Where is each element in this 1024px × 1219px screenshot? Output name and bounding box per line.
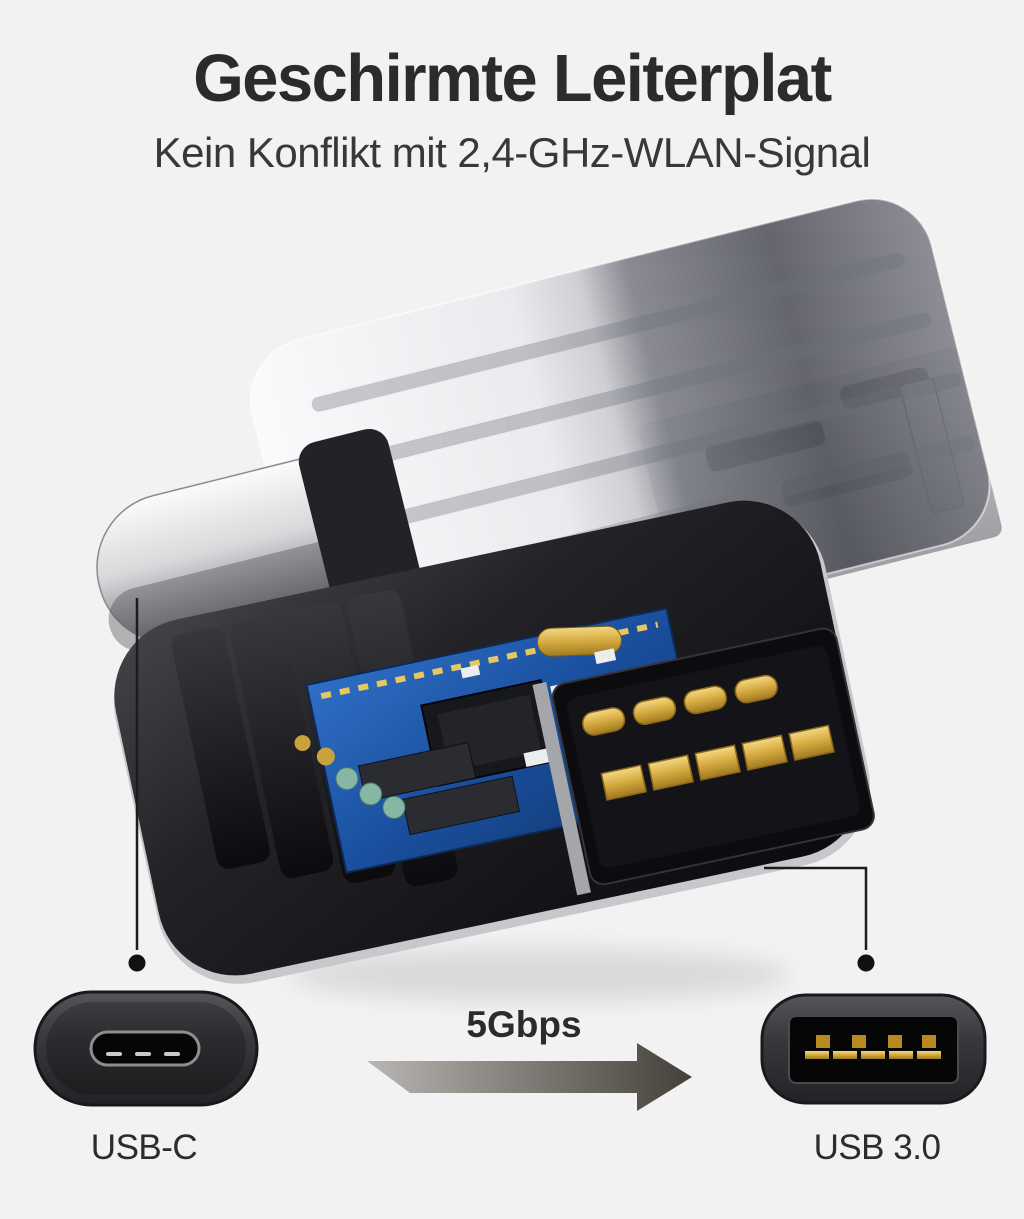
usb-a-port-icon — [760, 993, 987, 1105]
usb-a-contacts — [581, 674, 835, 801]
cover-ridge — [364, 372, 962, 533]
usb-a-opening — [788, 1015, 959, 1084]
speed-label: 5Gbps — [466, 1004, 582, 1045]
usb-a-upper-pins — [816, 1035, 936, 1048]
metal-divider — [532, 682, 591, 896]
adapter-body — [113, 500, 875, 984]
page-subtitle: Kein Konflikt mit 2,4-GHz-WLAN-Signal — [153, 129, 871, 176]
gold-inductor — [536, 625, 622, 657]
usb-a-receptacle — [532, 627, 875, 896]
usb-a-connector-label: USB 3.0 — [813, 1128, 941, 1167]
usb-c-slot-pins — [106, 1052, 180, 1056]
cover-ridge — [337, 312, 932, 473]
callout-dot-right — [857, 954, 875, 972]
capacitor — [382, 795, 406, 819]
gold-pad — [294, 735, 311, 752]
product-shadow — [290, 949, 790, 1001]
memory-chip — [357, 742, 477, 802]
usb-c-slot — [89, 1030, 201, 1067]
capacitor — [359, 782, 383, 806]
usb-c-connector-label: USB-C — [90, 1128, 198, 1167]
memory-chip — [401, 775, 521, 836]
cover-ridge — [311, 252, 905, 412]
capacitor — [335, 767, 359, 791]
callout-line-right — [764, 866, 868, 950]
speed-arrow-icon — [367, 1043, 692, 1111]
gold-pad — [316, 747, 335, 766]
usb-c-port-icon — [33, 990, 259, 1107]
callout-dot-left — [128, 954, 146, 972]
page-title: Geschirmte Leiterplat — [193, 41, 832, 116]
usb-a-lower-pins — [805, 1051, 941, 1059]
